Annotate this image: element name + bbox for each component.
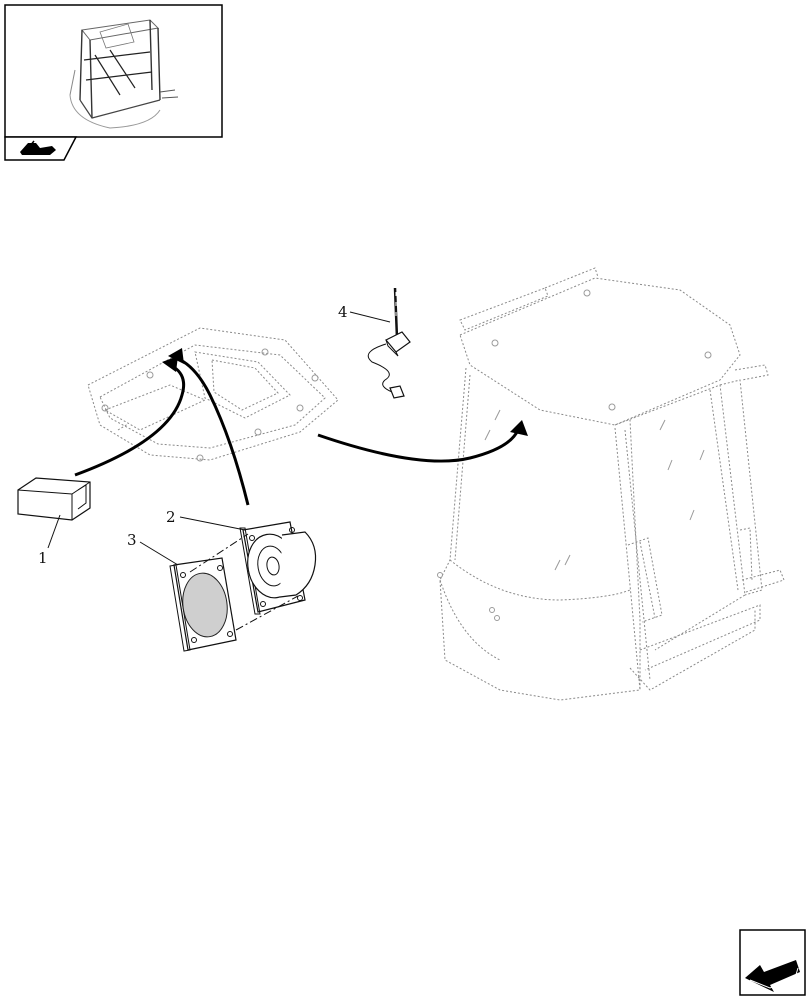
thumbnail-frame[interactable]	[4, 4, 223, 138]
callout-4: 4	[338, 303, 348, 321]
antenna-part[interactable]	[367, 287, 411, 399]
plug-cover-part[interactable]	[17, 477, 91, 521]
callout-2: 2	[166, 508, 176, 526]
leader-line-4	[349, 311, 391, 323]
return-arrow-icon[interactable]	[739, 929, 806, 996]
leader-line-2	[179, 516, 246, 531]
callout-1: 1	[38, 549, 48, 567]
alignment-line	[189, 533, 299, 631]
cab-thumbnail-icon	[69, 19, 179, 129]
thumbnail-tab	[4, 136, 78, 161]
callout-3: 3	[127, 531, 137, 549]
speaker-part[interactable]	[239, 521, 317, 615]
cab-outline	[437, 267, 785, 701]
connector-arrows	[74, 348, 528, 506]
leader-line-1	[47, 514, 61, 549]
speaker-grille-part[interactable]	[169, 557, 237, 652]
roof-panel-outline	[87, 327, 339, 462]
leader-line-3	[139, 541, 179, 566]
machine-silhouette-icon	[20, 140, 56, 155]
